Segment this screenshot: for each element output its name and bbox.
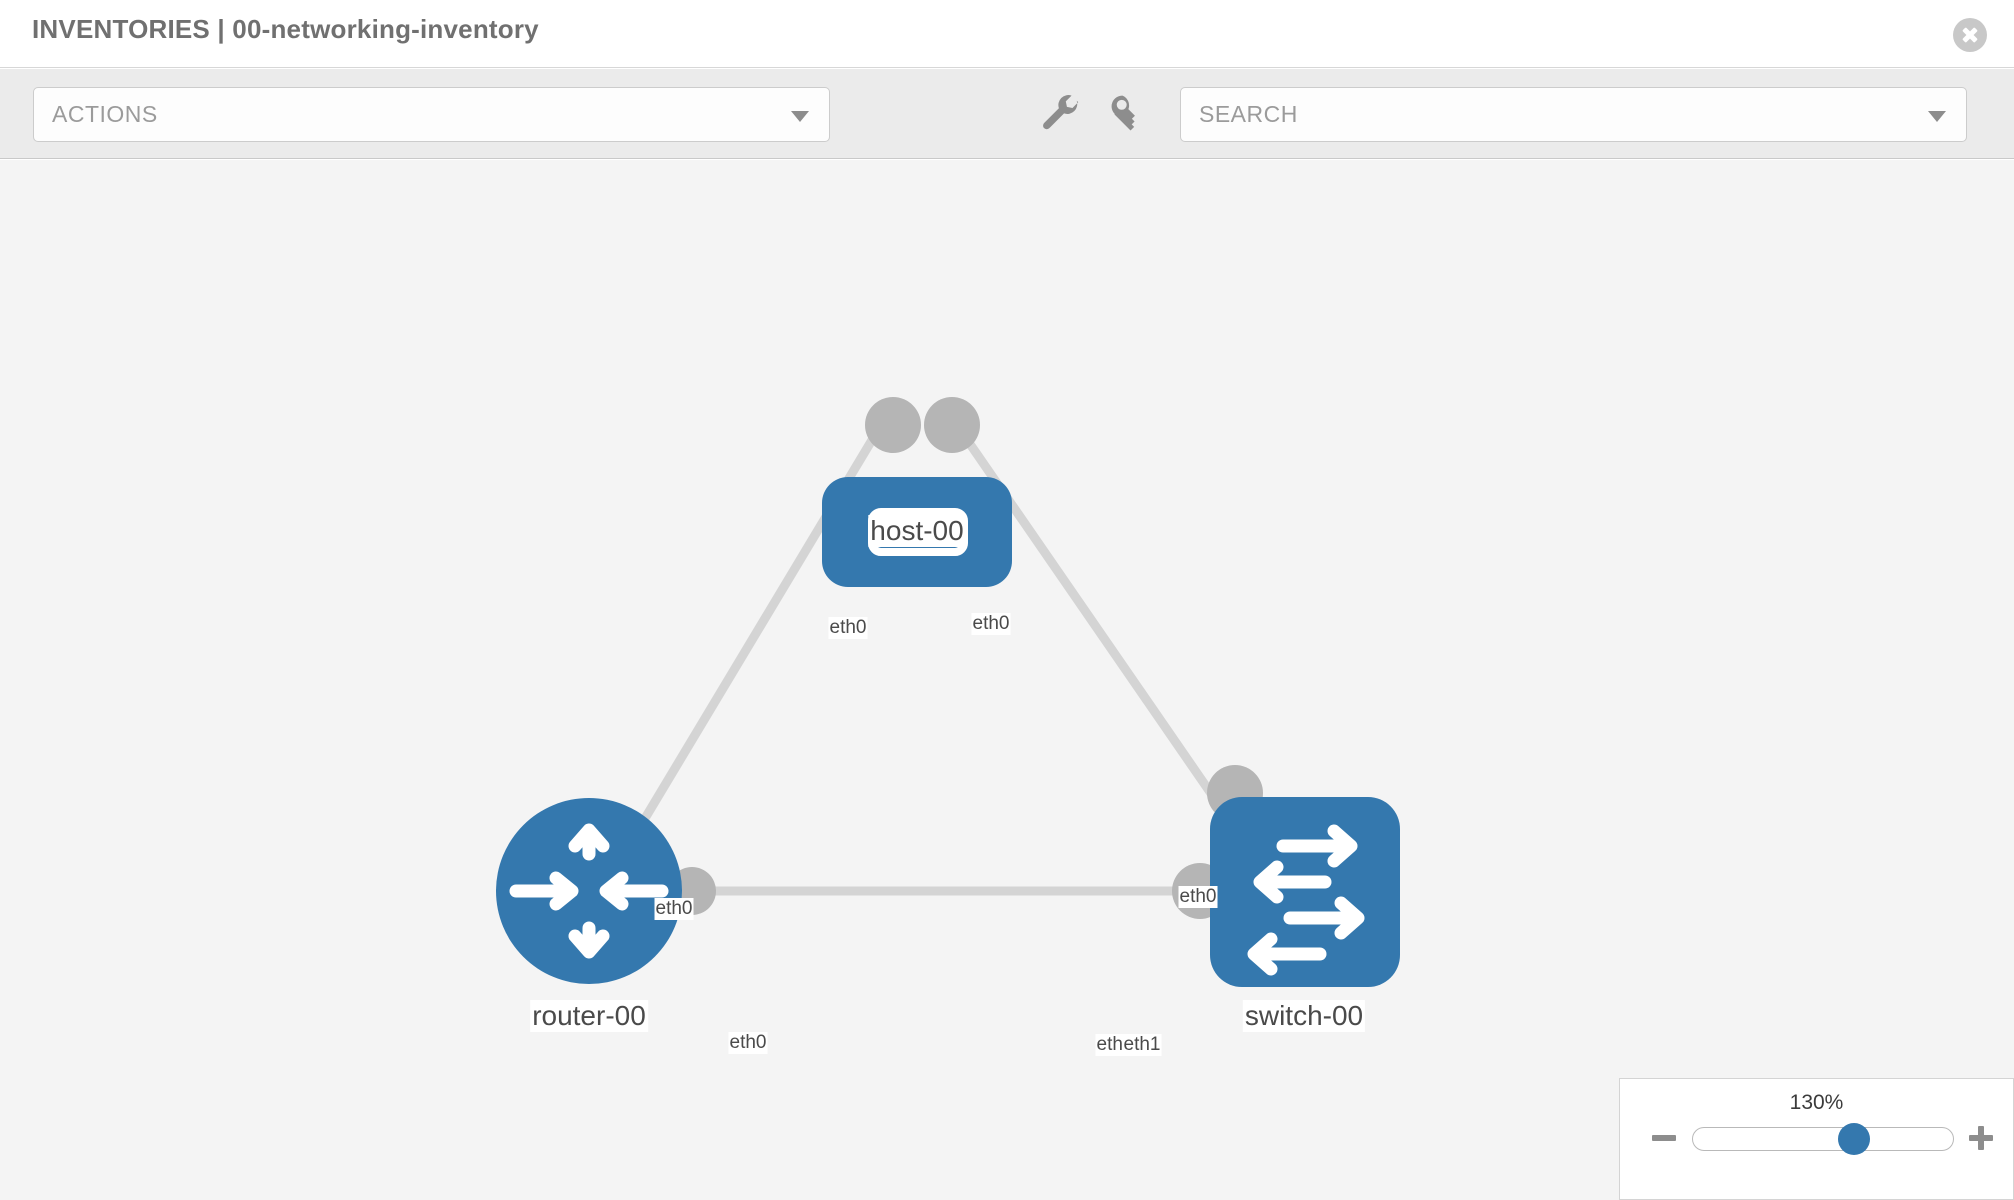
node-router-00 [496,798,682,984]
chevron-down-icon [791,110,809,122]
zoom-slider-thumb[interactable] [1838,1123,1871,1155]
edge-label-switch00-host00: eth0 [1178,886,1218,908]
node-label-router-00[interactable]: router-00 [530,1000,648,1032]
router-icon [509,823,669,959]
close-icon[interactable] [1953,18,1987,52]
chevron-down-icon[interactable] [1928,110,1946,122]
edge-label-switch00-router00-b: eth1 [1122,1034,1162,1056]
key-icon[interactable] [1106,91,1152,137]
actions-dropdown-label: ACTIONS [52,101,158,127]
zoom-slider[interactable] [1692,1123,1954,1155]
zoom-control-panel: 130% [1619,1078,2014,1200]
switch-icon [1247,824,1365,976]
ports [668,397,1263,919]
page-header: INVENTORIES | 00-networking-inventory [0,0,2014,68]
edge-label-router00-host00: eth0 [654,898,694,920]
port-host00-left [865,397,921,453]
page-title: INVENTORIES | 00-networking-inventory [32,14,539,44]
toolbar: ACTIONS SEARCH [0,69,2014,159]
node-switch-00 [1210,797,1400,987]
zoom-out-button[interactable] [1649,1123,1679,1153]
wrench-icon[interactable] [1038,91,1084,137]
zoom-level-value: 130% [1789,1091,1844,1114]
edge-label-router00-switch00: eth0 [728,1032,768,1054]
node-label-host-00[interactable]: host-00 [868,515,966,547]
edge-label-host00-router00: eth0 [828,617,868,639]
node-label-switch-00[interactable]: switch-00 [1242,1000,1366,1032]
port-host00-right [924,397,980,453]
zoom-in-button[interactable] [1966,1123,1996,1153]
search-input[interactable]: SEARCH [1180,87,1967,142]
edge-label-host00-switch00: eth0 [971,613,1011,635]
topology-canvas[interactable]: host-00 router-00 switch-00 eth0 eth0 et… [0,160,2014,1200]
actions-dropdown[interactable]: ACTIONS [33,87,830,142]
topology-graph [496,397,1400,987]
search-placeholder: SEARCH [1199,101,1298,127]
